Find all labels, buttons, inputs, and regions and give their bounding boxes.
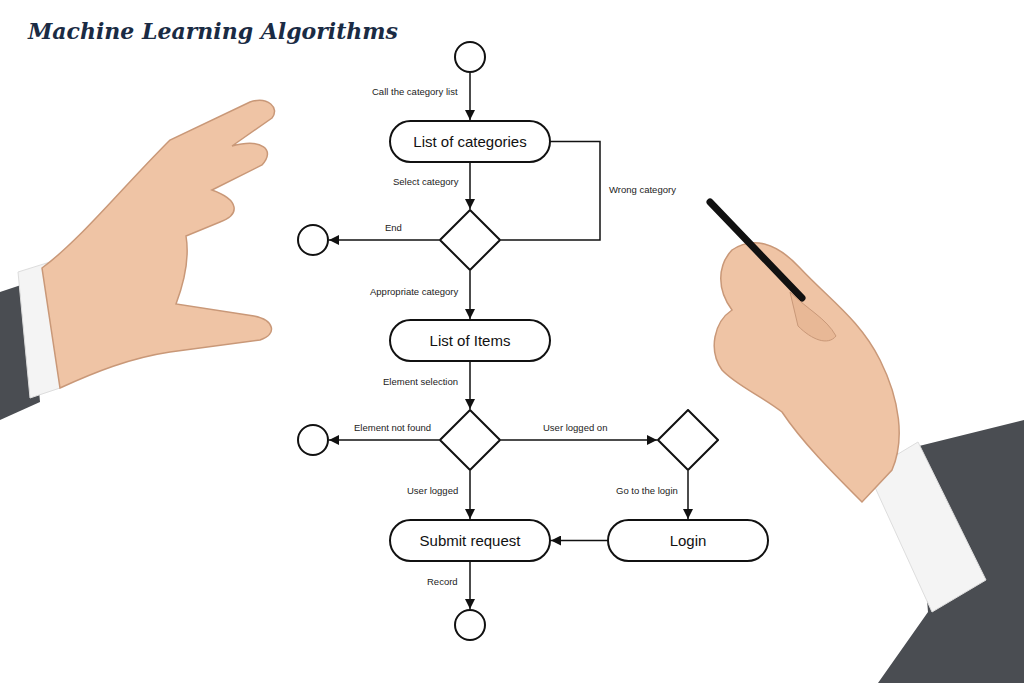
diamond-outline	[439, 209, 501, 271]
edge-label: Go to the login	[614, 485, 680, 497]
pen	[710, 202, 802, 298]
left-hand	[42, 100, 275, 388]
edge-label: Record	[425, 576, 460, 588]
node-text: List of Items	[430, 332, 511, 349]
flow-connector	[469, 271, 471, 319]
edge-label: Element not found	[352, 422, 433, 434]
terminal-circle	[297, 224, 329, 256]
flow-connector	[469, 471, 471, 519]
edge-label: Call the category list	[370, 86, 460, 98]
process-box: List of categories	[389, 120, 551, 163]
terminal-circle	[454, 609, 486, 641]
process-box: List of Items	[389, 319, 551, 362]
flow-connector	[469, 73, 471, 120]
title: Machine Learning Algorithms	[28, 18, 398, 44]
right-hand	[714, 243, 899, 502]
edge-label: User logged on	[541, 422, 609, 434]
edge-label: Element selection	[381, 376, 460, 388]
flow-connector	[551, 540, 607, 542]
flow-connector	[469, 362, 471, 409]
flow-connector	[329, 239, 439, 241]
flow-connector	[329, 439, 439, 441]
decision-diamond	[439, 409, 501, 471]
flow-connector	[469, 562, 471, 609]
edge-label: Appropriate category	[368, 286, 460, 298]
diamond-outline	[439, 409, 501, 471]
edge-label: User logged	[405, 485, 460, 497]
node-text: Submit request	[420, 532, 521, 549]
flow-connector	[469, 163, 471, 209]
node-text: List of categories	[413, 133, 526, 150]
diamond-outline	[657, 409, 719, 471]
terminal-circle	[297, 424, 329, 456]
edge-label: Wrong category	[607, 184, 678, 196]
process-box: Submit request	[389, 519, 551, 562]
node-text: Login	[670, 532, 707, 549]
flow-connector	[501, 439, 657, 441]
flow-connector	[687, 471, 689, 519]
process-box: Login	[607, 519, 769, 562]
decision-diamond	[657, 409, 719, 471]
edge-label: End	[383, 222, 404, 234]
thumb	[790, 292, 836, 341]
decision-diamond	[439, 209, 501, 271]
edge-label: Select category	[391, 176, 460, 188]
terminal-circle	[454, 41, 486, 73]
